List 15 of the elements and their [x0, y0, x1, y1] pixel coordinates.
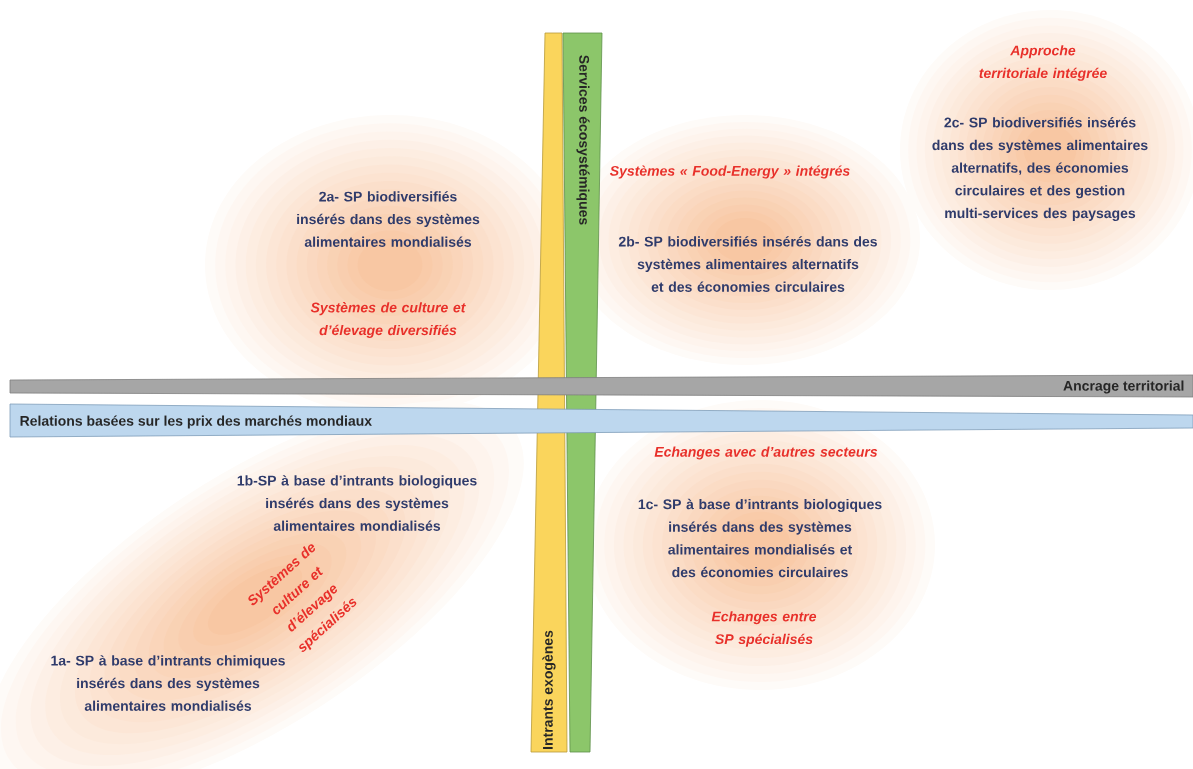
band: Ancrage territorial	[9, 374, 1193, 398]
scenario-text: 2a- SP biodiversifiés insérés dans des systèmes alimentaires mondialisés	[297, 191, 480, 247]
italic-caption: Echanges entre SP spécialisés	[711, 611, 817, 647]
italic-caption: Echanges avec d’autres secteurs	[654, 446, 878, 460]
band: Services écosystémiques	[562, 32, 603, 753]
scenario-text: 1a- SP à base d’intrants chimiques insérés dans des systèmes alimentaires mondialisés	[51, 655, 285, 711]
scenario-text: 1c- SP à base d’intrants biologiques insérés dans des systèmes alimentaires mondialisés et des économies circulaires	[638, 498, 882, 578]
italic-caption: Systèmes de culture et d’élevage diversifiés	[310, 302, 466, 338]
scenario-text: 2c- SP biodiversifiés insérés dans des systèmes alimentaires alternatifs, des économies circulaires et des gestion multi-services des paysages	[932, 117, 1148, 221]
band: Relations basées sur les prix des marchés mondiaux	[9, 403, 1193, 438]
scenario-text: 1b-SP à base d’intrants biologiques insérés dans des systèmes alimentaires mondialisés	[237, 475, 477, 531]
scenario-text: 2b- SP biodiversifiés insérés dans des systèmes alimentaires alternatifs et des économies circulaires	[618, 236, 877, 292]
italic-caption: Systèmes « Food-Energy » intégrés	[609, 165, 850, 179]
italic-caption: Approche territoriale intégrée	[979, 45, 1107, 81]
band: Intrants exogènes	[530, 32, 568, 753]
